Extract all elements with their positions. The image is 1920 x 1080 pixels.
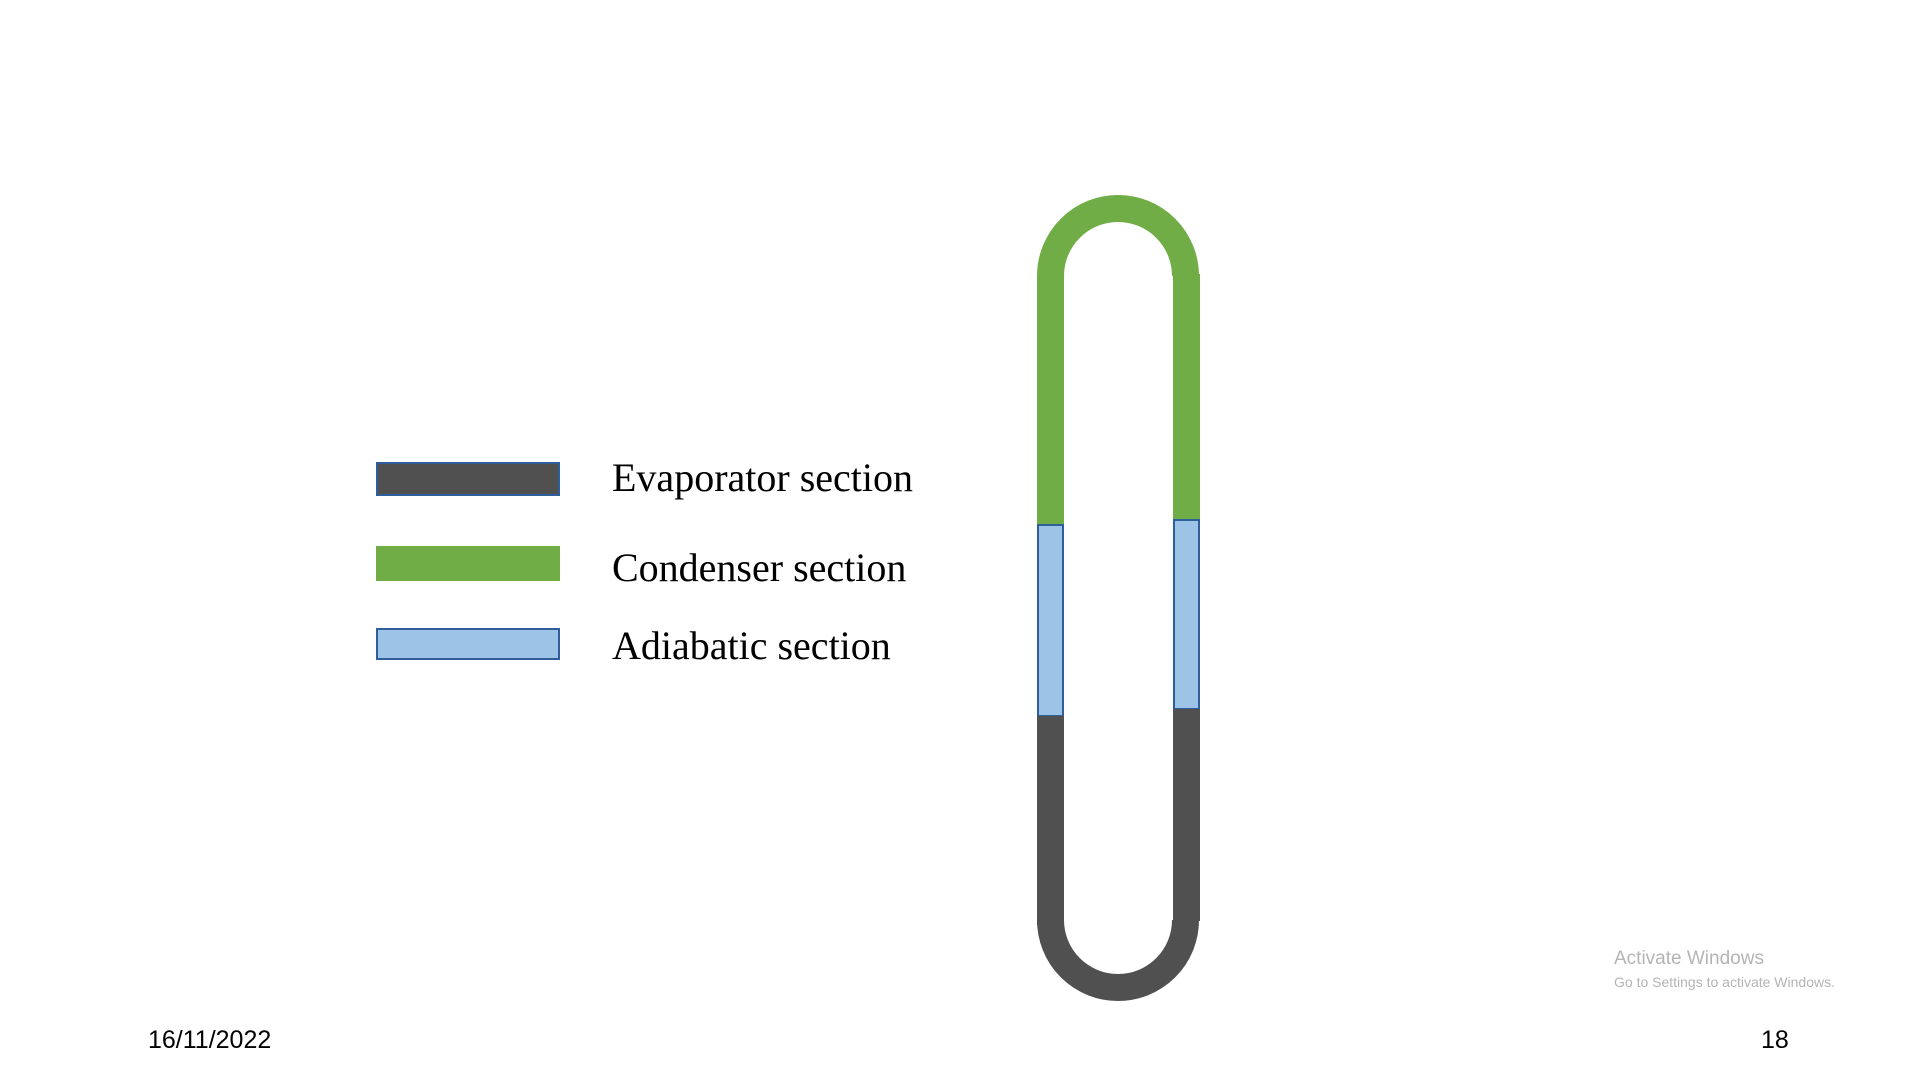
legend-swatch-condenser (376, 546, 560, 581)
evaporator-bottom-bend (1037, 919, 1199, 1001)
legend-label-evaporator: Evaporator section (612, 455, 913, 500)
legend-swatch-adiabatic (376, 628, 560, 660)
left-condenser-leg (1037, 274, 1064, 525)
activate-windows-title: Activate Windows (1614, 948, 1764, 969)
left-evaporator-leg (1037, 716, 1064, 925)
slide-page-number: 18 (1761, 1026, 1789, 1054)
slide-date: 16/11/2022 (148, 1026, 272, 1054)
right-condenser-leg (1173, 274, 1200, 520)
right-adiabatic-leg (1173, 519, 1200, 710)
legend-label-adiabatic: Adiabatic section (612, 623, 891, 668)
condenser-top-bend (1037, 195, 1199, 277)
activate-windows-subtitle: Go to Settings to activate Windows. (1614, 974, 1835, 990)
right-evaporator-leg (1173, 709, 1200, 921)
legend-swatch-evaporator (376, 462, 560, 496)
left-adiabatic-leg (1037, 524, 1064, 717)
legend-label-condenser: Condenser section (612, 545, 907, 590)
